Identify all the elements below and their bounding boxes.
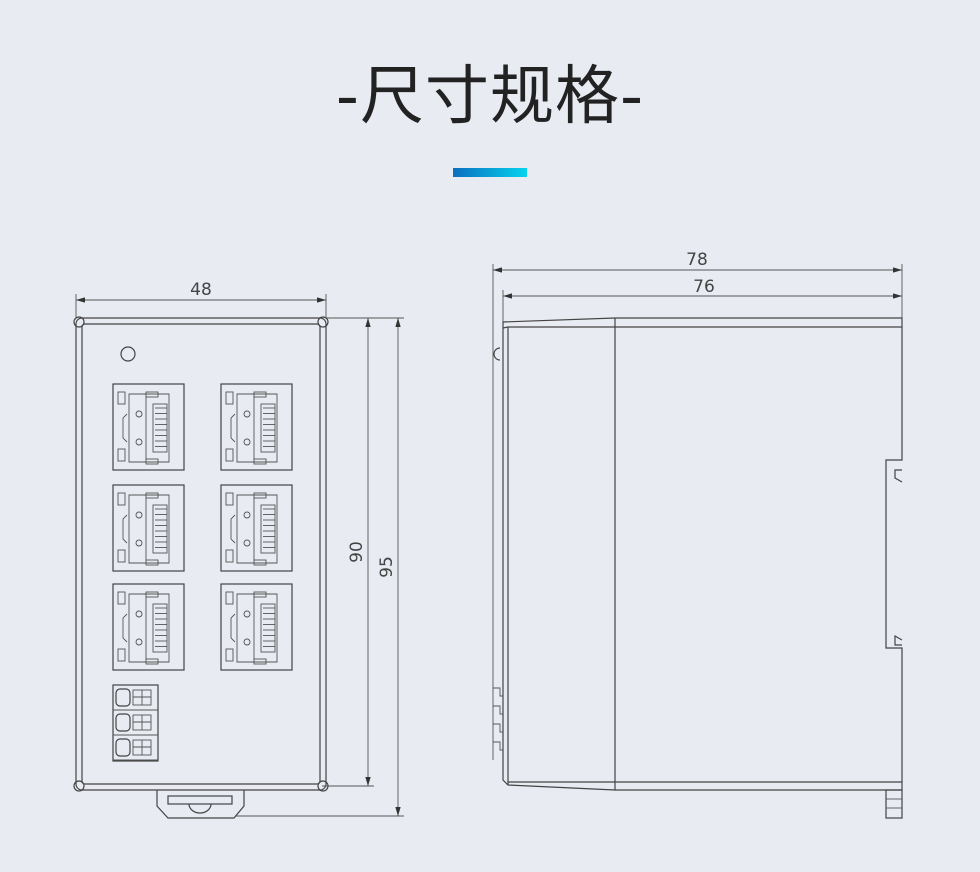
terminal-profile (493, 741, 503, 751)
terminal-profile (493, 723, 503, 733)
dimension-height-label: 90 (347, 541, 367, 563)
title-accent-bar (453, 168, 527, 177)
dimension-height-clip-label: 95 (377, 556, 397, 578)
rj45-port (220, 484, 293, 572)
terminal (113, 713, 158, 736)
dimension-width-label: 48 (190, 280, 212, 300)
dimension-depth-total-label: 78 (686, 250, 708, 270)
front-housing-outline (75, 317, 327, 791)
dimension-depth-body-label: 76 (693, 277, 715, 297)
power-led-icon (120, 346, 136, 362)
rj45-port (220, 383, 293, 471)
front-view: 48 90 95 (73, 280, 404, 819)
terminal-profile (493, 705, 503, 715)
din-clip-side (885, 789, 903, 819)
terminal-profile (493, 687, 503, 697)
side-view: 78 76 (492, 250, 903, 819)
rj45-port (112, 383, 185, 471)
terminal-block (112, 684, 159, 762)
side-housing-outline (502, 317, 903, 791)
rj45-port (112, 484, 185, 572)
din-clip-front (156, 790, 245, 819)
rj45-port (112, 583, 185, 671)
page-title: -尺寸规格- (335, 60, 645, 134)
terminal (113, 688, 158, 711)
terminal (113, 738, 158, 761)
rj45-port (220, 583, 293, 671)
